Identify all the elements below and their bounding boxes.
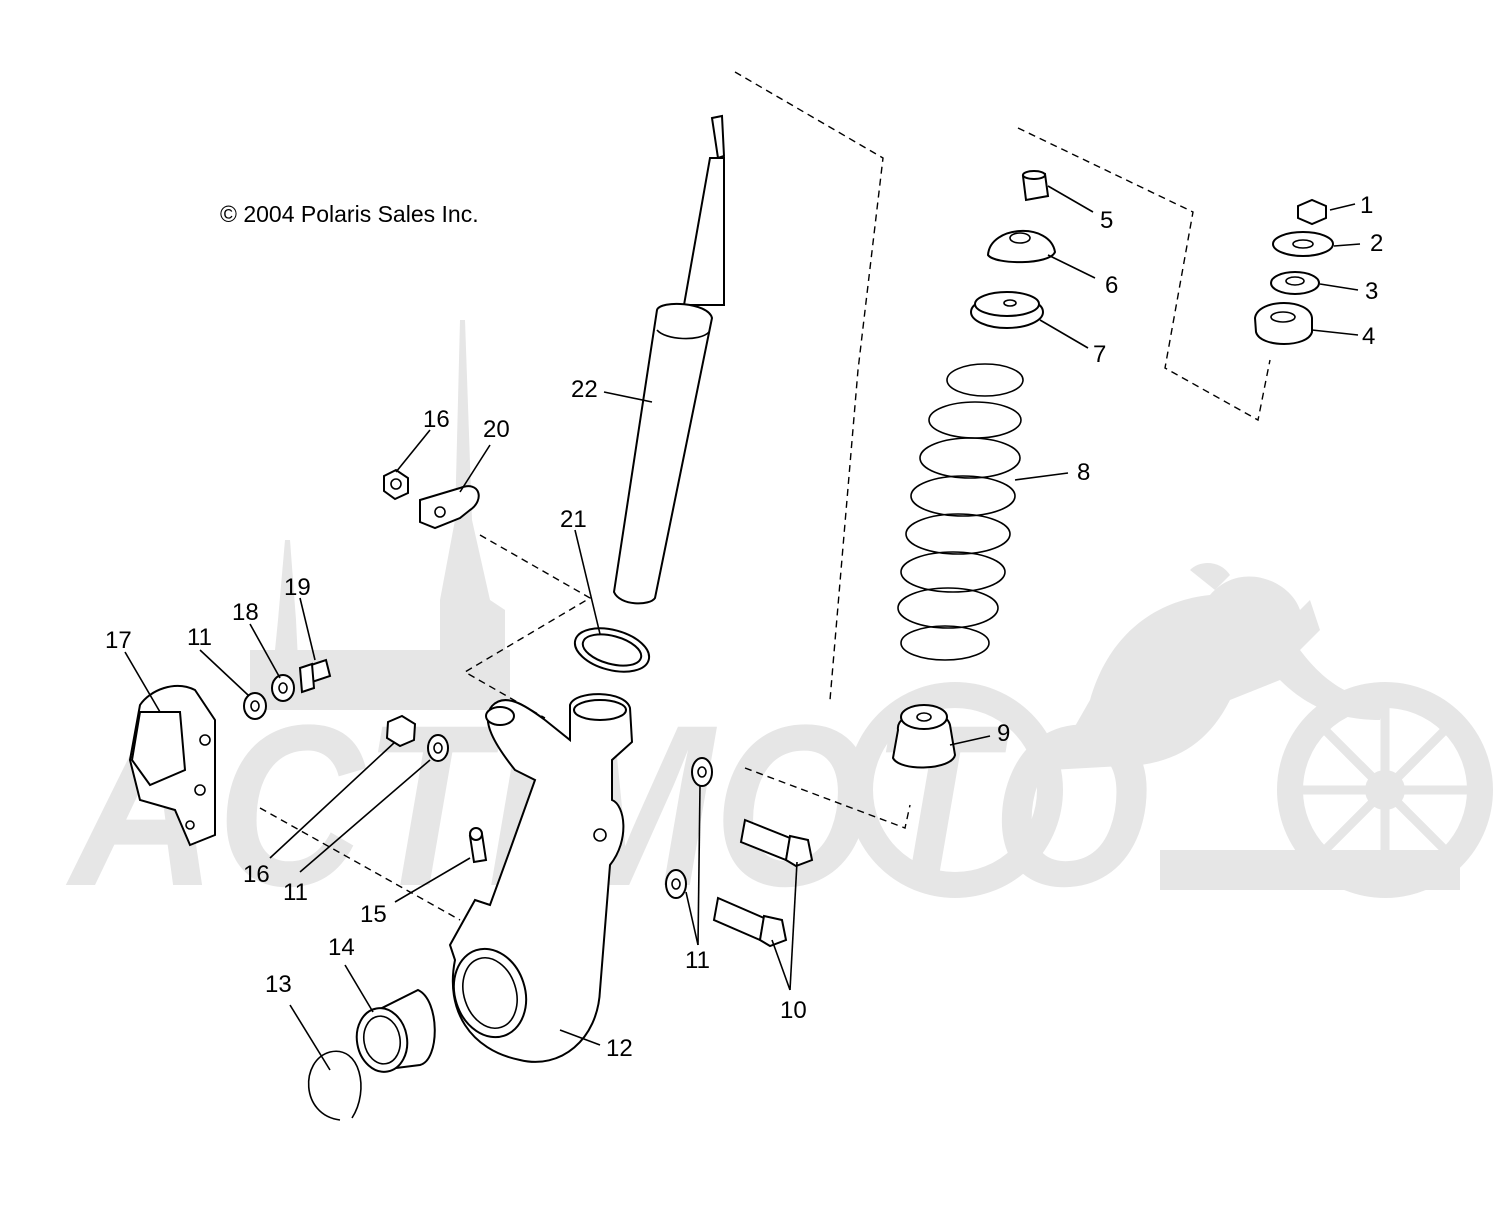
grease-fitting	[468, 827, 488, 864]
callout-19: 19	[284, 574, 311, 601]
callout-10: 10	[780, 997, 807, 1024]
snap-ring	[307, 1050, 362, 1121]
skyline-watermark-icon	[250, 320, 510, 710]
callout-5: 5	[1100, 207, 1113, 234]
upper-mount	[986, 229, 1057, 264]
mount-stack	[1253, 198, 1334, 345]
wheel-bearing	[355, 988, 436, 1073]
bump-stop	[891, 704, 957, 769]
coil-spring	[897, 363, 1024, 661]
callout-13: 13	[265, 971, 292, 998]
callout-2: 2	[1370, 230, 1383, 257]
caliper-hardware	[243, 658, 332, 720]
callout-14: 14	[328, 934, 355, 961]
callout-15: 15	[360, 901, 387, 928]
callout-4: 4	[1362, 323, 1375, 350]
callout-leaders	[124, 185, 1361, 1071]
upper-nut	[383, 468, 409, 501]
callout-22: 22	[571, 376, 598, 403]
callout-21: 21	[560, 506, 587, 533]
callout-3: 3	[1365, 278, 1378, 305]
strut-shock-absorber	[612, 114, 726, 605]
callout-9: 9	[997, 720, 1010, 747]
callout-8: 8	[1077, 459, 1090, 486]
steering-knuckle	[448, 693, 634, 1063]
bolt-washers	[665, 757, 713, 899]
callout-12: 12	[606, 1035, 633, 1062]
callout-11-caliper: 11	[187, 624, 212, 651]
callout-1: 1	[1360, 192, 1373, 219]
callout-18: 18	[232, 599, 259, 626]
copyright-notice: © 2004 Polaris Sales Inc.	[220, 201, 479, 227]
callout-11-bolts: 11	[685, 947, 710, 974]
callout-16-upper: 16	[423, 406, 450, 433]
assembly-guide-lines	[259, 71, 1271, 921]
callout-7: 7	[1093, 341, 1106, 368]
brake-caliper	[128, 685, 216, 847]
callout-6: 6	[1105, 272, 1118, 299]
callout-labels: 1 2 3 4 5 6 7 8 9 10 11 11 11 12 13 14 1…	[105, 192, 1383, 1062]
callout-16-lower: 16	[243, 861, 270, 888]
knuckle-hardware	[385, 714, 449, 762]
top-nut	[1021, 170, 1050, 202]
callout-17: 17	[105, 627, 132, 654]
callout-20: 20	[483, 416, 510, 443]
motorcycle-watermark-icon	[847, 563, 1493, 898]
mounting-bolts	[712, 818, 814, 948]
spring-seat	[970, 291, 1044, 329]
callout-11-knuckle: 11	[283, 879, 308, 906]
seal-ring	[573, 627, 651, 673]
